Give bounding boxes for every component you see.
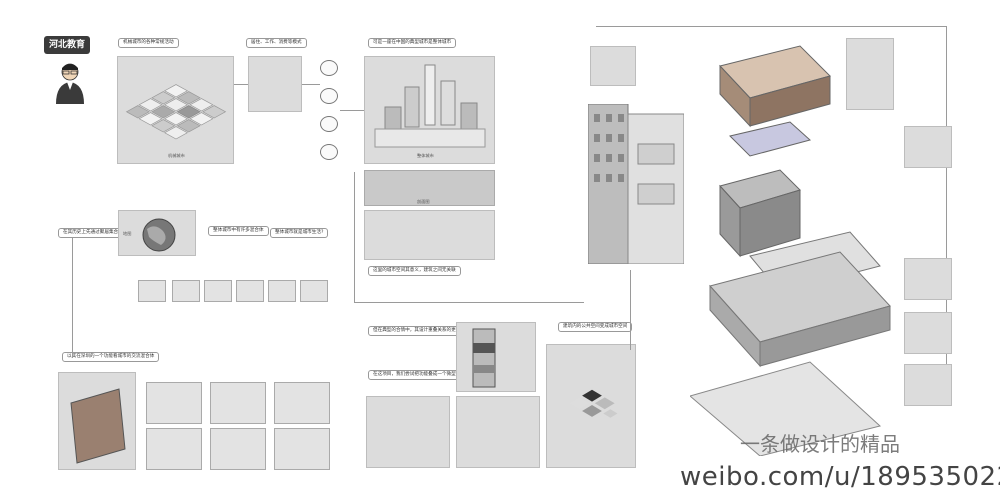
label-micro-city: 在这项目，我们尝试把功能叠成一个微型城市 xyxy=(368,370,470,380)
panel-side-4 xyxy=(904,364,952,406)
panel-top-left xyxy=(590,46,636,86)
connector-line xyxy=(946,26,947,386)
connector-line xyxy=(596,26,946,27)
label-whole-city: 可是一座在中国的典型城市是整体城市 xyxy=(368,38,457,48)
connector-line xyxy=(72,238,73,358)
label-mixed: 整体城市中有许多混合体 xyxy=(208,226,269,236)
label-machine-city: 机械城市的各种常规活动 xyxy=(118,38,179,48)
panel-side-3 xyxy=(904,312,952,354)
label-public-space: 建筑内的公共空间变成城市空间 xyxy=(558,322,633,332)
panel-tower xyxy=(846,38,894,110)
room-exhibit xyxy=(172,280,200,302)
room-grid-2 xyxy=(210,382,266,424)
panel-facade xyxy=(58,372,136,470)
title-badge: 河北教育 xyxy=(44,36,90,54)
room-theatre xyxy=(204,280,232,302)
label-typical: 但在典型的合情中，其设计重叠关系的更叠加 xyxy=(368,326,470,336)
caption-section: 剖面图 xyxy=(417,199,430,204)
room-leisure xyxy=(268,280,296,302)
bag-icon xyxy=(320,88,338,104)
panel-exploded-1 xyxy=(366,396,450,468)
caption-whole-city: 整体城市 xyxy=(417,153,434,158)
image-icon xyxy=(320,60,338,76)
avatar xyxy=(52,60,88,104)
room-grid-5 xyxy=(210,428,266,470)
label-shenzhen: 以其在深圳的一个功能看城市的交流混合体 xyxy=(62,352,160,362)
panel-whole-city: 整体城市 xyxy=(364,56,495,164)
connector-line xyxy=(630,270,631,350)
connector-line xyxy=(234,84,248,85)
room-meeting xyxy=(138,280,166,302)
panel-side-2 xyxy=(904,258,952,300)
building-section xyxy=(587,103,685,265)
panel-globe: 地图 xyxy=(118,210,196,256)
panel-machine-city: 机械城市 xyxy=(117,56,234,164)
room-grid-1 xyxy=(146,382,202,424)
connector-line xyxy=(340,110,364,111)
watermark-line2: 一条做设计的精品 xyxy=(740,432,900,456)
bed-icon xyxy=(320,116,338,132)
panel-section: 剖面图 xyxy=(364,170,495,206)
connector-line xyxy=(302,84,320,85)
caption-machine-city: 机械城市 xyxy=(168,153,185,158)
connector-line xyxy=(354,302,584,303)
connector-line xyxy=(354,172,355,302)
panel-exploded-2 xyxy=(456,396,540,468)
label-city-life: 整体城市就是城市生活? xyxy=(270,228,329,238)
axonometric-stack xyxy=(688,36,900,457)
label-modes: 居住、工作、消费等模式 xyxy=(246,38,307,48)
panel-blocks xyxy=(546,344,636,468)
room-grid-4 xyxy=(146,428,202,470)
room-commerce xyxy=(300,280,328,302)
panel-map-city xyxy=(364,210,495,260)
room-grid-6 xyxy=(274,428,330,470)
desk-icon xyxy=(320,144,338,160)
panel-side-1 xyxy=(904,126,952,168)
room-grid-3 xyxy=(274,382,330,424)
room-office xyxy=(236,280,264,302)
caption-map: 地图 xyxy=(123,231,132,236)
panel-stack xyxy=(456,322,536,392)
watermark-line1: weibo.com/u/18953502214 xyxy=(680,462,1000,492)
label-city-space: 这里的城市空间其意义，建筑之间无关联 xyxy=(368,266,461,276)
panel-modes xyxy=(248,56,302,112)
